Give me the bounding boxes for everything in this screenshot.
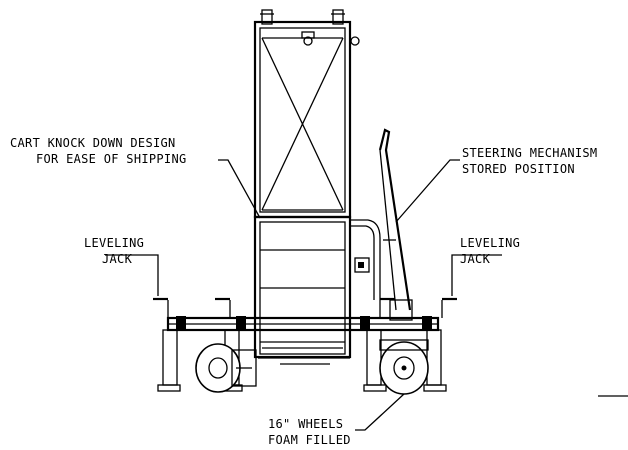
callout-leaders [105,159,628,431]
label-wheels-line1: 16" WHEELS [268,417,343,431]
label-cart-knockdown-line2: FOR EASE OF SHIPPING [36,152,187,166]
label-steering-line1: STEERING MECHANISM [462,146,597,160]
label-leveling-left-line1: LEVELING [84,236,144,250]
base-rail [166,316,440,365]
tower-frame [253,9,360,219]
label-leveling-left-line2: JACK [102,252,133,266]
label-leveling-right-line1: LEVELING [460,236,520,250]
steering-handle [378,128,413,321]
label-cart-knockdown-line1: CART KNOCK DOWN DESIGN [10,136,176,150]
leveling-jack-right [423,297,457,392]
wheel-right [379,339,429,395]
leveling-jack-left [153,297,181,392]
label-wheels-line2: FOAM FILLED [268,433,351,447]
wheel-left [195,343,257,393]
leveling-jack-right-inner [363,297,395,392]
label-leveling-right-line2: JACK [460,252,491,266]
label-steering-line2: STORED POSITION [462,162,575,176]
lower-ladder-frame [253,215,381,359]
